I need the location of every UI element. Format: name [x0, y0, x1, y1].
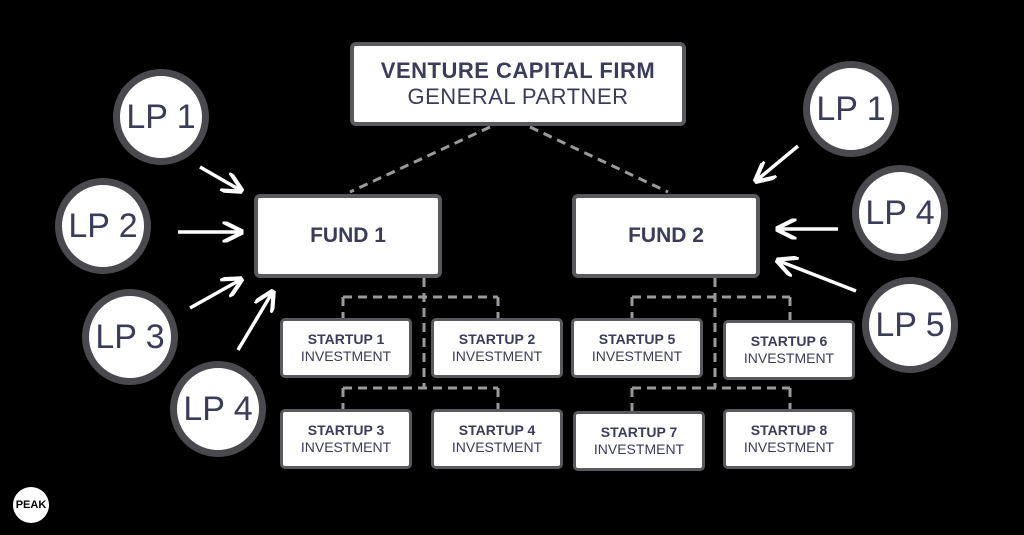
arrow-lp1-to-fund1 [199, 165, 240, 190]
startup-5-box: STARTUP 5 INVESTMENT [571, 318, 703, 378]
startup-2-name: STARTUP 2 [458, 331, 536, 347]
gp-to-fund1-connector [349, 125, 491, 194]
lp-1-left-label: LP 1 [126, 97, 196, 136]
startup-1-name: STARTUP 1 [307, 331, 385, 347]
fund-2-label: FUND 2 [628, 224, 704, 247]
peak-logo-text: PEAK [15, 499, 47, 511]
startup-8-box: STARTUP 8 INVESTMENT [723, 409, 855, 469]
startup-6-type: INVESTMENT [743, 350, 835, 366]
arrow-lp4-to-fund1 [236, 293, 272, 351]
lp-1-right-circle: LP 1 [803, 61, 899, 157]
lp-1-right-label: LP 1 [816, 89, 886, 128]
lp-5-right-label: LP 5 [875, 305, 945, 344]
startup-6-box: STARTUP 6 INVESTMENT [723, 320, 855, 380]
gp-title: VENTURE CAPITAL FIRM [380, 58, 656, 83]
startup-7-name: STARTUP 7 [600, 424, 678, 440]
startup-5-type: INVESTMENT [591, 348, 683, 364]
startup-3-box: STARTUP 3 INVESTMENT [280, 409, 412, 469]
startup-3-name: STARTUP 3 [307, 422, 385, 438]
peak-logo: PEAK [13, 487, 49, 523]
lp-5-right-circle: LP 5 [862, 277, 958, 373]
startup-3-type: INVESTMENT [300, 439, 392, 455]
startup-1-type: INVESTMENT [300, 348, 392, 364]
lp-4-right-circle: LP 4 [852, 165, 948, 261]
lp-3-left-label: LP 3 [95, 317, 165, 356]
startup-8-type: INVESTMENT [743, 439, 835, 455]
lp-1-left-circle: LP 1 [113, 69, 209, 165]
startup-7-box: STARTUP 7 INVESTMENT [573, 411, 705, 471]
startup-4-name: STARTUP 4 [458, 422, 536, 438]
lp-3-left-circle: LP 3 [82, 289, 178, 385]
gp-subtitle: GENERAL PARTNER [407, 84, 629, 109]
lp-2-left-label: LP 2 [68, 206, 138, 245]
gp-to-fund2-connector [529, 125, 669, 194]
startup-6-name: STARTUP 6 [750, 333, 828, 349]
arrow-lp3-to-fund1 [189, 280, 240, 310]
startup-7-type: INVESTMENT [593, 441, 685, 457]
startup-1-box: STARTUP 1 INVESTMENT [280, 318, 412, 378]
fund-1-label: FUND 1 [310, 224, 386, 247]
startup-5-name: STARTUP 5 [598, 331, 676, 347]
startup-2-box: STARTUP 2 INVESTMENT [431, 318, 563, 378]
arrow-lp1-to-fund2 [757, 144, 800, 180]
lp-2-left-circle: LP 2 [55, 178, 151, 274]
fund-1-box: FUND 1 [254, 194, 442, 278]
arrow-lp5-to-fund2 [779, 261, 857, 293]
startup-4-box: STARTUP 4 INVESTMENT [431, 409, 563, 469]
startup-8-name: STARTUP 8 [750, 422, 828, 438]
startup-2-type: INVESTMENT [451, 348, 543, 364]
lp-4-left-label: LP 4 [183, 389, 253, 428]
fund1-tree-connector [341, 278, 500, 411]
gp-box: VENTURE CAPITAL FIRM GENERAL PARTNER [350, 42, 686, 126]
lp-4-right-label: LP 4 [865, 193, 935, 232]
lp-4-left-circle: LP 4 [170, 361, 266, 457]
fund2-tree-connector [630, 278, 792, 411]
fund-2-box: FUND 2 [572, 194, 760, 278]
startup-4-type: INVESTMENT [451, 439, 543, 455]
